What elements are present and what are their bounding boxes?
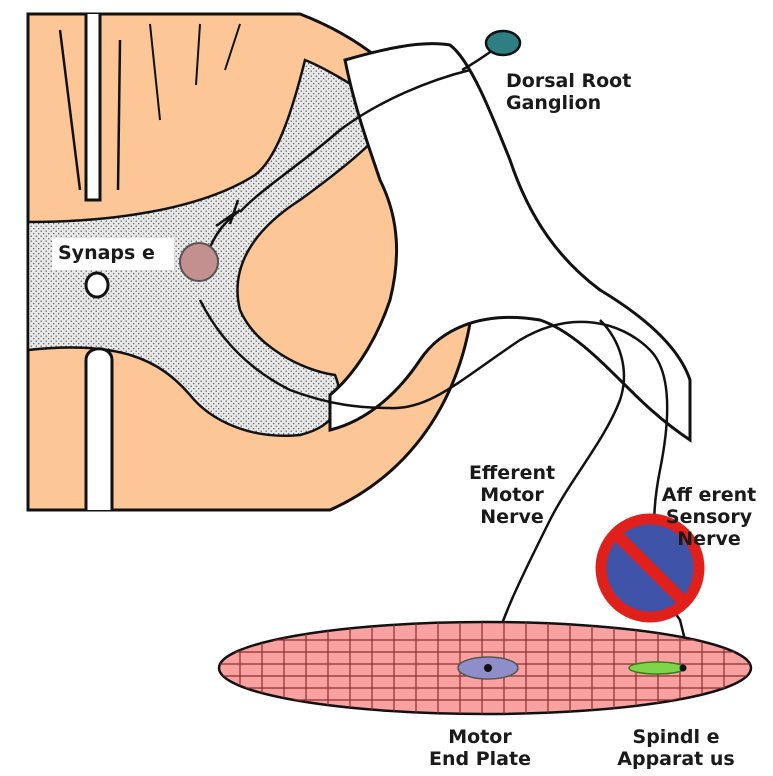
motor-end-plate-label: Motor End Plate (420, 726, 540, 770)
synapse-circle (180, 243, 218, 281)
dorsal-root-ganglion (486, 31, 520, 55)
afferent-sensory-nerve-label: Aff erent Sensory Nerve (650, 484, 768, 550)
spindle-apparatus (629, 662, 685, 674)
dorsal-septum (86, 14, 100, 200)
synapse-label: Synaps e (58, 242, 155, 264)
central-canal (86, 273, 108, 297)
dorsal-root-ganglion-label: Dorsal Root Ganglion (506, 70, 631, 114)
ventral-fissure (86, 349, 112, 510)
spindle-apparatus-label: Spindl e Apparat us (606, 726, 746, 770)
efferent-motor-nerve-label: Efferent Motor Nerve (452, 462, 572, 528)
